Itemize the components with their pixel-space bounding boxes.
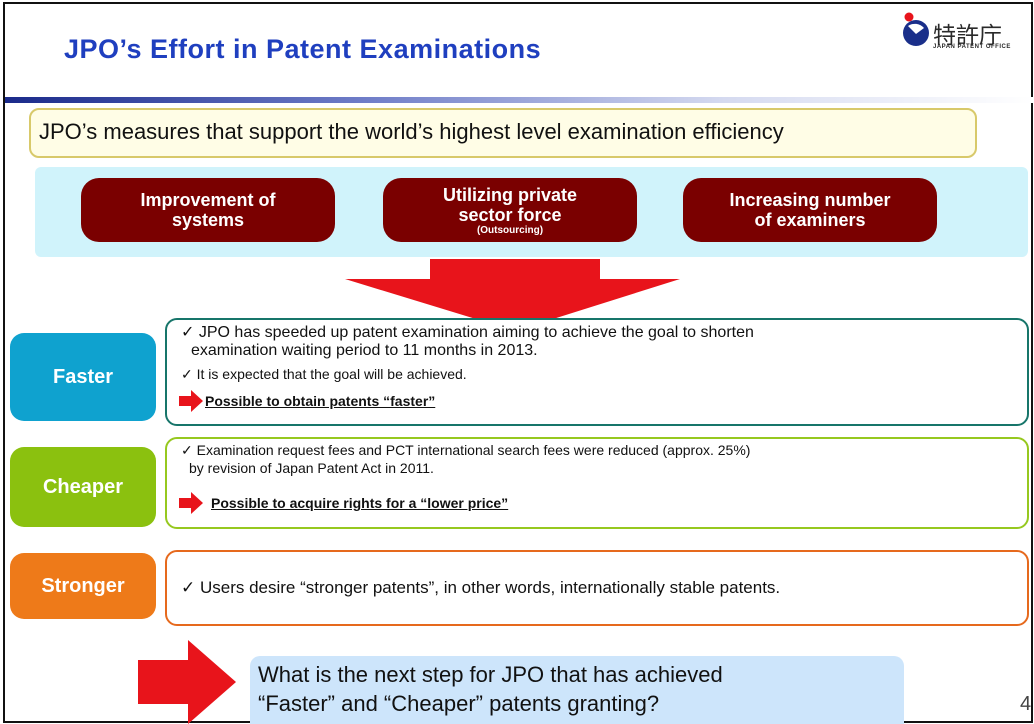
measure-increasing-examiners: Increasing number of examiners: [683, 178, 937, 242]
measures-heading-box: JPO’s measures that support the world’s …: [29, 108, 977, 158]
measure-label-line2: sector force: [458, 204, 562, 225]
faster-bullet1-line1: ✓ JPO has speeded up patent examination …: [181, 324, 754, 341]
faster-bullet1-line2: examination waiting period to 11 months …: [191, 342, 538, 359]
page-number: 4: [1020, 693, 1032, 715]
question-line2: “Faster” and “Cheaper” patents granting?: [258, 691, 660, 716]
slide-title: JPO’s Effort in Patent Examinations: [64, 34, 542, 64]
measure-label-line2: systems: [171, 210, 245, 230]
measure-label-line1: Utilizing private: [442, 184, 577, 205]
measure-label-line2: of examiners: [754, 210, 866, 230]
label-stronger: Stronger: [10, 553, 156, 619]
label-cheaper: Cheaper: [10, 447, 156, 527]
down-arrow-icon: [345, 259, 680, 331]
faster-box: ✓ JPO has speeded up patent examination …: [165, 318, 1029, 426]
big-right-arrow-icon: [138, 640, 236, 724]
cheaper-bullet1-line1: ✓ Examination request fees and PCT inter…: [181, 442, 751, 458]
measure-label-line1: Improvement of: [140, 190, 276, 210]
stronger-box: ✓ Users desire “stronger patents”, in ot…: [165, 550, 1029, 626]
label-faster: Faster: [10, 333, 156, 421]
cheaper-box: ✓ Examination request fees and PCT inter…: [165, 437, 1029, 529]
title-underline-bar: [5, 97, 1033, 103]
next-step-question-box: What is the next step for JPO that has a…: [250, 656, 904, 724]
right-arrow-icon: [179, 390, 203, 412]
logo-subtext: JAPAN PATENT OFFICE: [933, 44, 1011, 50]
faster-bullet2: ✓ It is expected that the goal will be a…: [181, 366, 467, 382]
jpo-logo-icon: [903, 12, 929, 46]
measure-label-line3: (Outsourcing): [476, 224, 544, 236]
measure-improvement-of-systems: Improvement of systems: [81, 178, 335, 242]
cheaper-bullet1-line2: by revision of Japan Patent Act in 2011.: [189, 460, 434, 476]
right-arrow-icon: [179, 492, 203, 514]
cheaper-result: Possible to acquire rights for a “lower …: [211, 495, 509, 511]
measure-label-line1: Increasing number: [729, 190, 891, 210]
measure-utilizing-private-sector: Utilizing private sector force (Outsourc…: [383, 178, 637, 242]
stronger-bullet1: ✓ Users desire “stronger patents”, in ot…: [181, 578, 781, 597]
logo-text: 特許庁: [933, 23, 1002, 49]
faster-result: Possible to obtain patents “faster”: [205, 393, 436, 409]
question-line1: What is the next step for JPO that has a…: [258, 662, 723, 687]
